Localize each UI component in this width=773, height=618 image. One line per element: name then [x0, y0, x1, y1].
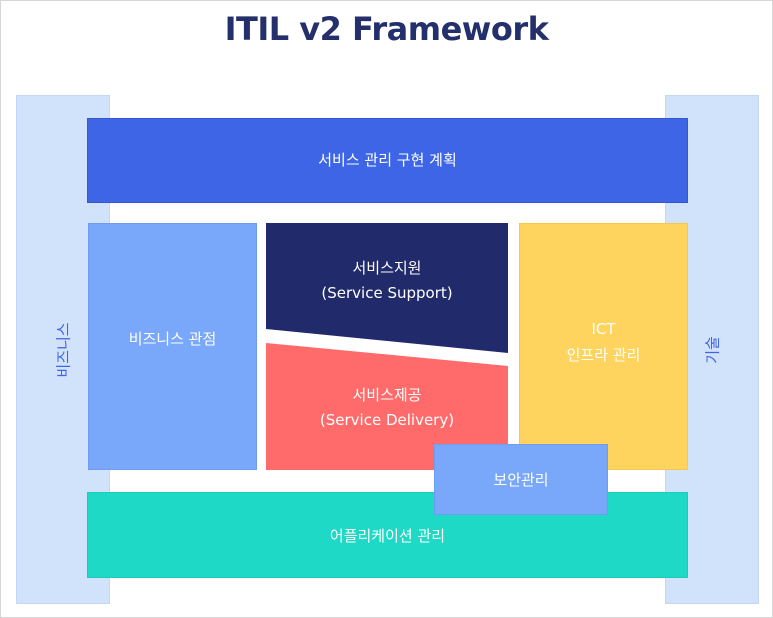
service-delivery-korean: 서비스제공	[352, 386, 422, 404]
service-support-korean: 서비스지원	[352, 259, 422, 277]
business-perspective-block: 비즈니스 관점	[88, 223, 257, 470]
service-support-label: 서비스지원 (Service Support)	[266, 256, 508, 306]
service-delivery-label: 서비스제공 (Service Delivery)	[266, 383, 508, 433]
service-delivery-english: (Service Delivery)	[319, 411, 455, 429]
ict-infrastructure-label: ICT 인프라 관리	[520, 316, 687, 368]
security-management-label: 보안관리	[493, 471, 549, 489]
diagram-title: ITIL v2 Framework	[224, 10, 549, 48]
service-support-english: (Service Support)	[321, 284, 453, 302]
business-perspective-label: 비즈니스 관점	[128, 330, 217, 348]
service-management-planning-label: 서비스 관리 구현 계획	[318, 151, 457, 169]
ict-label-line2: 인프라 관리	[566, 346, 641, 364]
application-management-label: 어플리케이션 관리	[329, 527, 446, 545]
ict-infrastructure-block: ICT 인프라 관리	[519, 223, 688, 470]
ict-label-line1: ICT	[591, 320, 616, 338]
security-management-block: 보안관리	[434, 444, 608, 515]
service-support-block	[266, 223, 508, 353]
service-delivery-block	[266, 343, 508, 470]
service-management-planning-block: 서비스 관리 구현 계획	[87, 118, 688, 203]
